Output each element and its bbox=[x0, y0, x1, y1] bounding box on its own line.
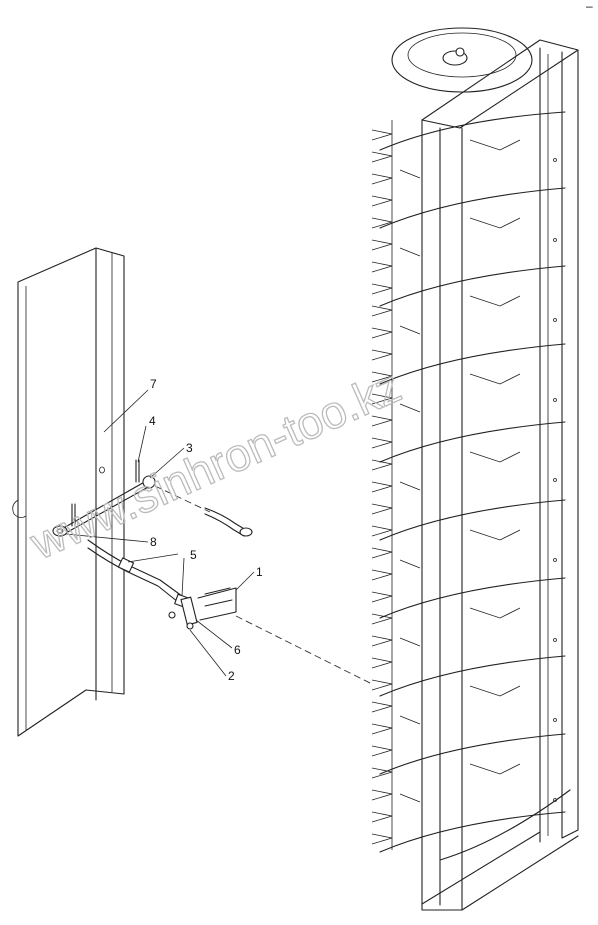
callout-label-3: 3 bbox=[186, 441, 193, 455]
callout-label-6: 6 bbox=[234, 643, 241, 657]
callout-7: 7 bbox=[103, 377, 157, 433]
callout-2: 2 bbox=[189, 629, 235, 683]
auger-teeth-inner bbox=[399, 139, 521, 803]
post-holes bbox=[553, 158, 557, 802]
auger-teeth-left bbox=[371, 120, 393, 850]
callout-label-1: 1 bbox=[256, 565, 263, 579]
side-wall-panel bbox=[12, 247, 125, 737]
bracket-assembly bbox=[168, 587, 237, 630]
callout-1: 1 bbox=[235, 565, 263, 591]
corner-mark: – bbox=[586, 0, 593, 13]
callout-label-4: 4 bbox=[149, 414, 156, 428]
callout-label-7: 7 bbox=[150, 377, 157, 391]
callout-6: 6 bbox=[195, 619, 241, 657]
callout-label-8: 8 bbox=[150, 535, 157, 549]
callout-8: 8 bbox=[65, 533, 157, 549]
rod-hook bbox=[154, 485, 253, 537]
auger-column bbox=[371, 27, 579, 911]
tension-rod bbox=[52, 459, 156, 537]
strap bbox=[87, 539, 190, 609]
callout-4: 4 bbox=[137, 414, 156, 463]
watermark: www.sinhron-too.kz bbox=[22, 359, 408, 569]
callout-5: 5 bbox=[127, 548, 197, 597]
callout-3: 3 bbox=[149, 441, 193, 479]
callout-label-5: 5 bbox=[190, 548, 197, 562]
projection-line bbox=[235, 615, 373, 685]
callout-label-2: 2 bbox=[228, 669, 235, 683]
